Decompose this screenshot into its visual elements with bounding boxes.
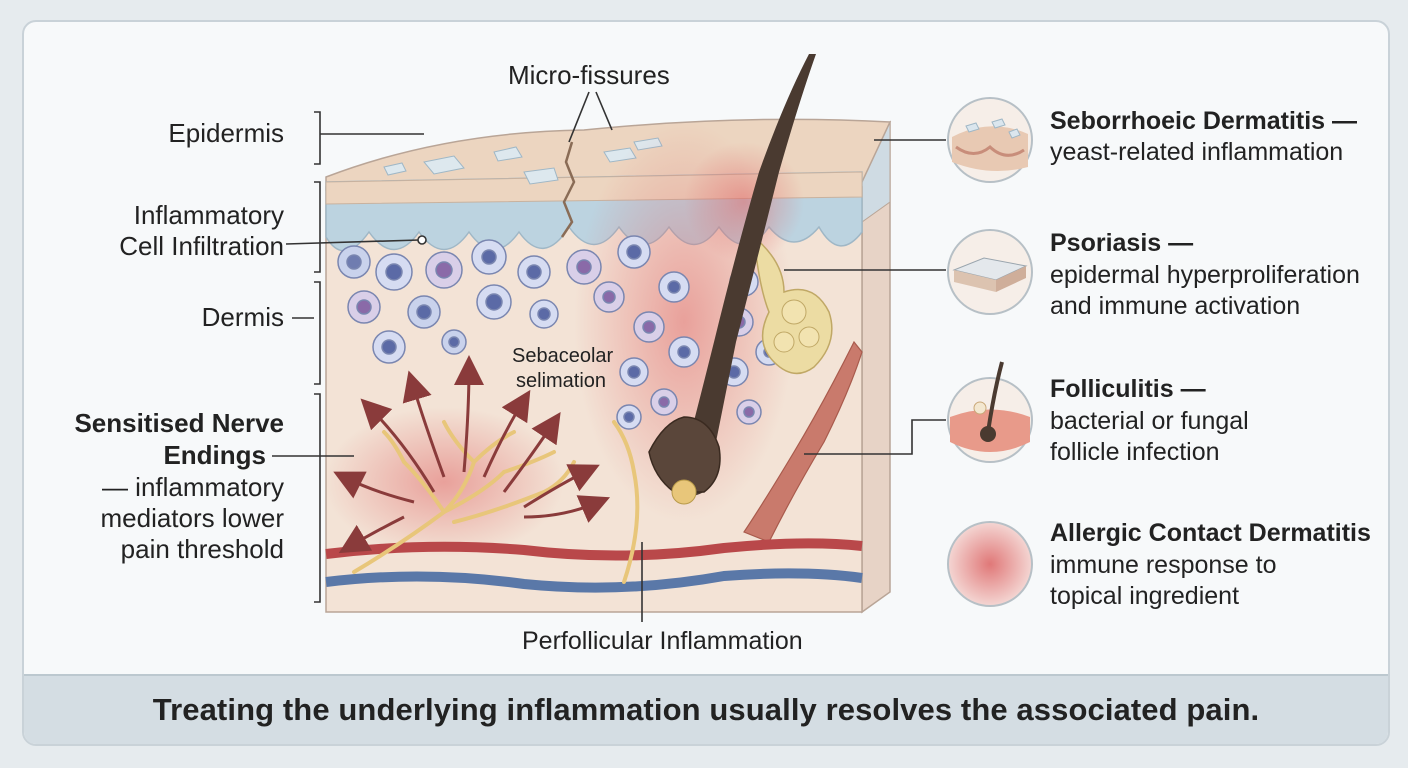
- arrector-pili-muscle: [743, 340, 863, 543]
- dermis-label: Dermis: [201, 302, 284, 332]
- micro-fissures-pointers: [568, 91, 613, 143]
- condition-desc-psoriasis-line2: and immune activation: [1050, 292, 1301, 320]
- sebaceolar-label-line2: selimation: [516, 370, 607, 392]
- condition-desc-folliculitis-line1: bacterial or fungal: [1050, 407, 1249, 435]
- rash-icon: [947, 521, 1033, 607]
- inflammatory-label-line1: Inflammatory: [133, 200, 284, 230]
- condition-desc-seborrhoeic: yeast-related inflammation: [1050, 138, 1344, 166]
- condition-desc-folliculitis-line2: follicle infection: [1050, 438, 1220, 466]
- plaque-skin-icon: [947, 229, 1033, 315]
- left-brackets: [272, 111, 427, 603]
- pain-signal-arrows: [333, 355, 611, 554]
- condition-title-psoriasis: Psoriasis —: [1050, 229, 1194, 257]
- condition-title-folliculitis: Folliculitis —: [1050, 375, 1206, 403]
- nerve-title-line1: Sensitised Nerve: [74, 408, 284, 438]
- right-leader-lines: [784, 139, 946, 455]
- sensitised-nerve-endings: [352, 420, 640, 584]
- condition-title-seborrhoeic: Seborrhoeic Dermatitis —: [1050, 107, 1358, 135]
- perifollicular-label: Perfollicular Inflammation: [522, 627, 803, 655]
- nerve-title-line2: Endings: [163, 440, 266, 470]
- sebaceous-gland: [753, 235, 833, 375]
- nerve-desc-line3: pain threshold: [120, 534, 284, 564]
- infographic-card: Micro-fissures Epidermis Inflammatory Ce…: [22, 20, 1390, 746]
- micro-fissures-label: Micro-fissures: [508, 60, 670, 90]
- condition-desc-psoriasis-line1: epidermal hyperproliferation: [1050, 261, 1360, 289]
- footer-banner: Treating the underlying inflammation usu…: [24, 674, 1388, 744]
- condition-desc-allergic-line1: immune response to: [1050, 551, 1277, 579]
- epidermis-label: Epidermis: [168, 118, 284, 148]
- hair-follicle: [648, 54, 816, 505]
- inflammatory-label-line2: Cell Infiltration: [119, 231, 284, 261]
- condition-title-allergic: Allergic Contact Dermatitis: [1050, 519, 1371, 547]
- inflamed-follicle-icon: [947, 361, 1033, 463]
- skin-cross-section-diagram: [272, 54, 1033, 622]
- flaky-skin-icon: [947, 97, 1033, 183]
- nerve-desc-line2: mediators lower: [100, 503, 284, 533]
- sebaceolar-label-line1: Sebaceolar: [512, 345, 614, 367]
- fissure-crack: [560, 141, 576, 238]
- footer-text: Treating the underlying inflammation usu…: [152, 692, 1260, 727]
- blood-vessels: [325, 538, 863, 593]
- nerve-desc-line1: — inflammatory: [101, 472, 284, 502]
- condition-desc-allergic-line2: topical ingredient: [1050, 582, 1240, 610]
- skin-block: [324, 118, 892, 614]
